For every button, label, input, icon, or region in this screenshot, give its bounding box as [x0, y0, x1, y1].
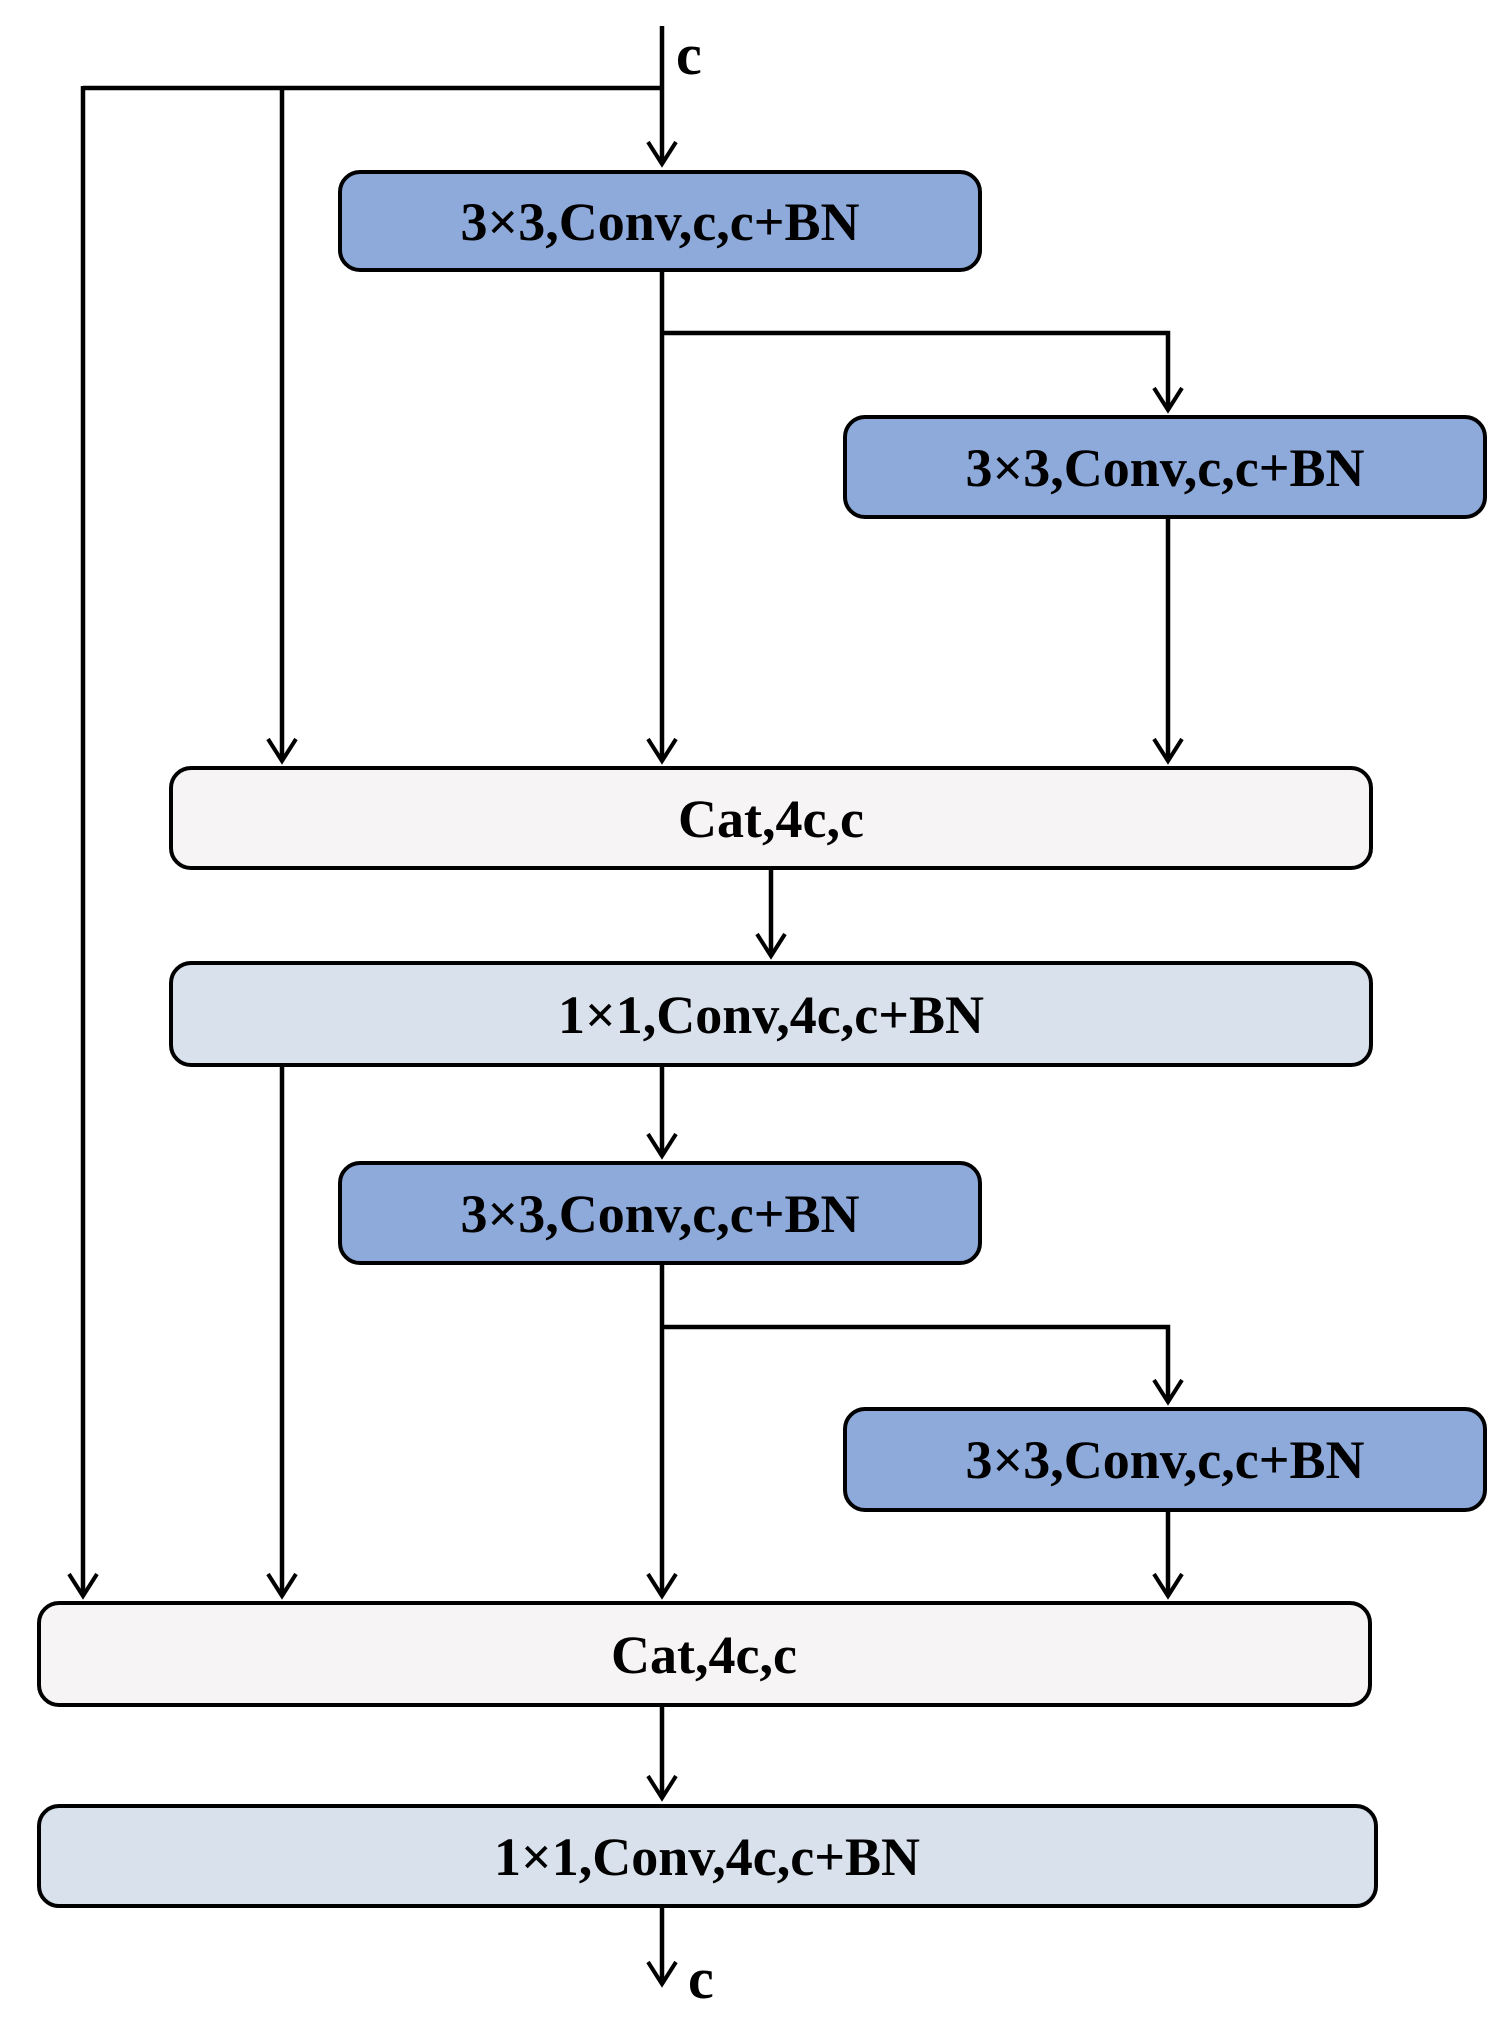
node-conv3x3-4-label: 3×3,Conv,c,c+BN — [965, 1430, 1364, 1490]
node-cat-2: Cat,4c,c — [37, 1601, 1372, 1707]
edge-conv3x3-1-to-conv3x3-2 — [662, 330, 1184, 414]
node-conv3x3-4-box — [843, 1407, 1487, 1512]
node-conv1x1-1-label: 1×1,Conv,4c,c+BN — [558, 985, 984, 1045]
node-conv3x3-1-label: 3×3,Conv,c,c+BN — [460, 192, 859, 252]
node-conv3x3-3: 3×3,Conv,c,c+BN — [338, 1161, 982, 1265]
node-conv3x3-2-label: 3×3,Conv,c,c+BN — [965, 438, 1364, 498]
output-channel-label: c — [688, 1946, 714, 2011]
node-conv3x3-3-label: 3×3,Conv,c,c+BN — [460, 1184, 859, 1244]
node-cat-1-label: Cat,4c,c — [678, 789, 864, 849]
node-conv1x1-2-label: 1×1,Conv,4c,c+BN — [494, 1827, 920, 1887]
node-conv3x3-4: 3×3,Conv,c,c+BN — [843, 1407, 1487, 1512]
node-conv1x1-1: 1×1,Conv,4c,c+BN — [169, 961, 1373, 1067]
input-channel-label: c — [676, 22, 702, 87]
node-conv3x3-1-box — [338, 170, 982, 272]
node-conv3x3-1: 3×3,Conv,c,c+BN — [338, 170, 982, 272]
node-conv3x3-2-box — [843, 415, 1487, 519]
node-cat-1: Cat,4c,c — [169, 766, 1373, 870]
node-conv1x1-1-box — [169, 961, 1373, 1067]
node-cat-2-label: Cat,4c,c — [611, 1625, 797, 1685]
node-conv1x1-2-box — [37, 1804, 1378, 1908]
edge-conv3x3-3-to-conv3x3-4 — [662, 1324, 1184, 1406]
node-cat-1-box — [169, 766, 1373, 870]
node-conv1x1-2: 1×1,Conv,4c,c+BN — [37, 1804, 1378, 1908]
node-conv3x3-3-box — [338, 1161, 982, 1265]
node-conv3x3-2: 3×3,Conv,c,c+BN — [843, 415, 1487, 519]
node-cat-2-box — [37, 1601, 1372, 1707]
